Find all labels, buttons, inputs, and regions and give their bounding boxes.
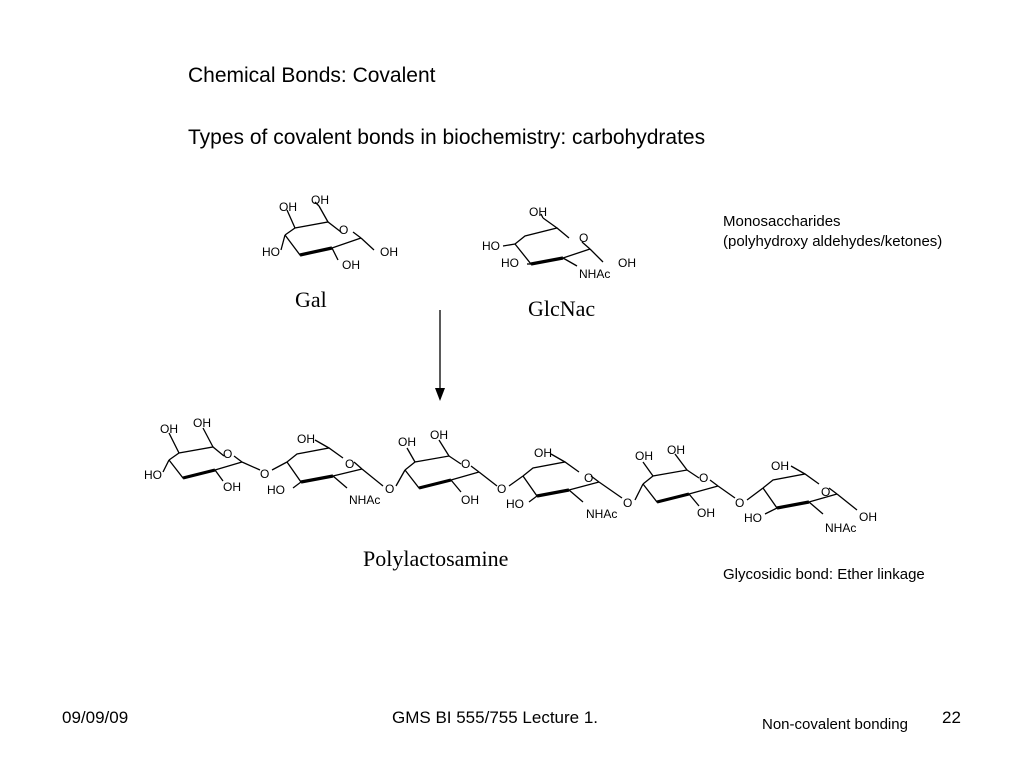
glcnac-label: GlcNac [528,296,596,321]
poly-u1-oh-c4: OH [160,422,178,436]
poly-u4-ho-c3: HO [506,497,524,511]
poly-u3-ring-o: O [461,457,470,471]
glycosidic-note: Glycosidic bond: Ether linkage [723,566,925,583]
poly-u6-nhac: NHAc [825,521,856,535]
footer-course: GMS BI 555/755 Lecture 1. [392,708,599,727]
poly-u5-ring-o: O [699,471,708,485]
gal-oh-c2: OH [342,258,360,272]
poly-linkage-o-4: O [623,496,632,510]
poly-u2-ring-o: O [345,457,354,471]
polylactosamine-structure: OH OH O HO OH O OH O HO NHAc O OH OH O O… [144,416,877,535]
glcnac-ho-c3: HO [501,256,519,270]
poly-u1-ho-c3: HO [144,468,162,482]
poly-u1-ring-o: O [223,447,232,461]
monosaccharides-note: Monosaccharides (polyhydroxy aldehydes/k… [723,212,942,252]
glcnac-oh-c1: OH [618,256,636,270]
glcnac-nhac: NHAc [579,267,610,281]
poly-u6-ring-o: O [821,485,830,499]
poly-u4-oh-c6: OH [534,446,552,460]
glcnac-structure: OH O HO HO OH NHAc [482,205,636,281]
non-covalent-bonding-link[interactable]: Non-covalent bonding [762,716,908,733]
polylactosamine-label: Polylactosamine [363,546,509,571]
glcnac-oh-c6: OH [529,205,547,219]
poly-u4-ring-o: O [584,471,593,485]
footer-page-number: 22 [942,708,961,727]
poly-u2-ho-c3: HO [267,483,285,497]
poly-u6-ho-c3: HO [744,511,762,525]
poly-u3-oh-c6: OH [430,428,448,442]
poly-u3-oh-c2: OH [461,493,479,507]
reaction-arrow [435,310,445,401]
gal-ring-o: O [339,223,348,237]
glcnac-ho-c4: HO [482,239,500,253]
gal-oh-c6: OH [311,193,329,207]
poly-u5-oh-c2: OH [697,506,715,520]
poly-u5-oh-c4: OH [635,449,653,463]
poly-u6-oh-c1: OH [859,510,877,524]
slide-title: Chemical Bonds: Covalent [188,64,436,87]
gal-oh-c4: OH [279,200,297,214]
glcnac-ring-o: O [579,231,588,245]
poly-u5-oh-c6: OH [667,443,685,457]
poly-u2-nhac: NHAc [349,493,380,507]
poly-u1-oh-c6: OH [193,416,211,430]
poly-linkage-o-2: O [385,482,394,496]
poly-u1-oh-c2: OH [223,480,241,494]
monosaccharides-line2: (polyhydroxy aldehydes/ketones) [723,233,943,250]
gal-ho-c3: HO [262,245,280,259]
poly-u3-oh-c4: OH [398,435,416,449]
gal-label: Gal [295,287,327,312]
poly-linkage-o-5: O [735,496,744,510]
poly-linkage-o-1: O [260,467,269,481]
monosaccharides-line1: Monosaccharides [723,213,841,230]
footer-date: 09/09/09 [62,708,129,727]
galactose-structure: OH OH O HO OH OH [262,193,398,272]
poly-u6-oh-c6: OH [771,459,789,473]
poly-linkage-o-3: O [497,482,506,496]
slide-subtitle: Types of covalent bonds in biochemistry:… [188,126,706,149]
poly-u4-nhac: NHAc [586,507,617,521]
gal-oh-c1: OH [380,245,398,259]
poly-u2-oh-c6: OH [297,432,315,446]
